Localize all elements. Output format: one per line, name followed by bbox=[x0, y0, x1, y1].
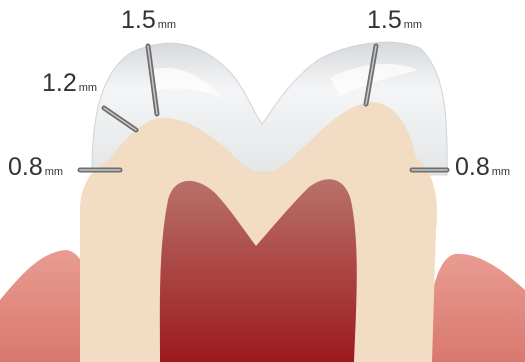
label-value: 0.8 bbox=[8, 153, 43, 181]
label-value: 1.5 bbox=[121, 6, 156, 34]
label-unit: mm bbox=[45, 166, 63, 178]
label-value: 0.8 bbox=[455, 153, 490, 181]
label-unit: mm bbox=[158, 19, 176, 31]
label-unit: mm bbox=[492, 166, 510, 178]
label-value: 1.2 bbox=[42, 69, 77, 97]
label-unit: mm bbox=[79, 82, 97, 94]
label-unit: mm bbox=[404, 19, 422, 31]
label-value: 1.5 bbox=[367, 6, 402, 34]
gingiva-right bbox=[424, 254, 525, 362]
